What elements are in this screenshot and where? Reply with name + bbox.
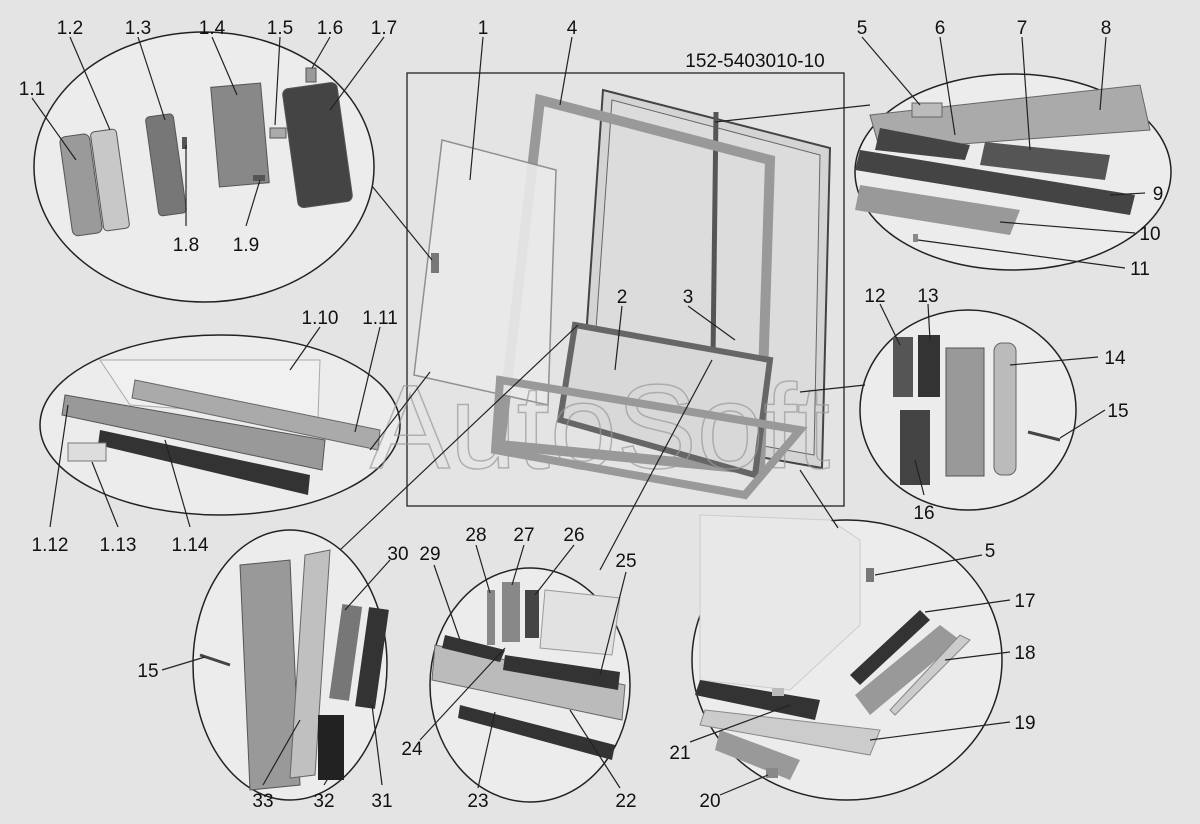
label-11: 11 <box>1130 259 1150 280</box>
vertical-profile-parts <box>199 549 389 791</box>
window-assembly <box>413 88 832 500</box>
watermark: AutoSoft <box>370 360 830 494</box>
label-5-bottom: 5 <box>985 541 996 562</box>
leader-lines <box>31 36 1146 796</box>
label-1-9: 1.9 <box>233 235 259 256</box>
label-32: 32 <box>313 791 334 812</box>
label-19: 19 <box>1014 713 1035 734</box>
label-4: 4 <box>567 18 578 39</box>
label-16: 16 <box>913 503 934 524</box>
latch-handle <box>431 253 439 273</box>
label-31: 31 <box>371 791 392 812</box>
bottom-rail-parts <box>61 359 381 495</box>
label-12: 12 <box>864 286 885 307</box>
label-25: 25 <box>615 551 636 572</box>
label-6: 6 <box>935 18 946 39</box>
label-33: 33 <box>252 791 273 812</box>
label-1-2: 1.2 <box>57 18 83 39</box>
label-26: 26 <box>563 525 584 546</box>
label-15-left: 15 <box>137 661 158 682</box>
label-17: 17 <box>1014 591 1035 612</box>
label-1: 1 <box>478 18 489 39</box>
label-1-14: 1.14 <box>172 535 209 556</box>
label-14: 14 <box>1104 348 1126 369</box>
label-10: 10 <box>1139 224 1160 245</box>
label-23: 23 <box>467 791 488 812</box>
part-labels: 152-5403010-10 1.1 1.2 1.3 1.4 1.5 1.6 1… <box>19 18 1164 812</box>
label-1-4: 1.4 <box>199 18 226 39</box>
label-5-top: 5 <box>857 18 868 39</box>
drawing-code: 152-5403010-10 <box>685 51 824 72</box>
label-15-right: 15 <box>1107 401 1128 422</box>
label-28: 28 <box>465 525 486 546</box>
label-3: 3 <box>683 287 694 308</box>
main-assembly-frame <box>406 72 845 507</box>
label-29: 29 <box>419 544 440 565</box>
label-30: 30 <box>387 544 408 565</box>
label-1-3: 1.3 <box>125 18 151 39</box>
label-1-7: 1.7 <box>371 18 397 39</box>
label-20: 20 <box>699 791 720 812</box>
label-21: 21 <box>669 743 690 764</box>
label-1-6: 1.6 <box>317 18 343 39</box>
label-2: 2 <box>617 287 628 308</box>
label-1-13: 1.13 <box>100 535 137 556</box>
top-seal-parts <box>855 84 1151 242</box>
lower-profile-parts <box>431 582 626 760</box>
label-27: 27 <box>513 525 534 546</box>
label-8: 8 <box>1101 18 1112 39</box>
label-13: 13 <box>917 286 938 307</box>
label-1-12: 1.12 <box>32 535 69 556</box>
label-1-1: 1.1 <box>19 79 45 100</box>
label-7: 7 <box>1017 18 1028 39</box>
label-1-10: 1.10 <box>302 308 339 329</box>
label-22: 22 <box>615 791 636 812</box>
latch-parts <box>59 67 353 237</box>
side-seal-parts <box>893 335 1061 485</box>
label-1-11: 1.11 <box>362 308 398 329</box>
label-1-8: 1.8 <box>173 235 199 256</box>
label-1-5: 1.5 <box>267 18 293 39</box>
label-24: 24 <box>401 739 423 760</box>
label-18: 18 <box>1014 643 1035 664</box>
glass-corner-parts <box>695 514 971 780</box>
label-9: 9 <box>1153 184 1164 205</box>
